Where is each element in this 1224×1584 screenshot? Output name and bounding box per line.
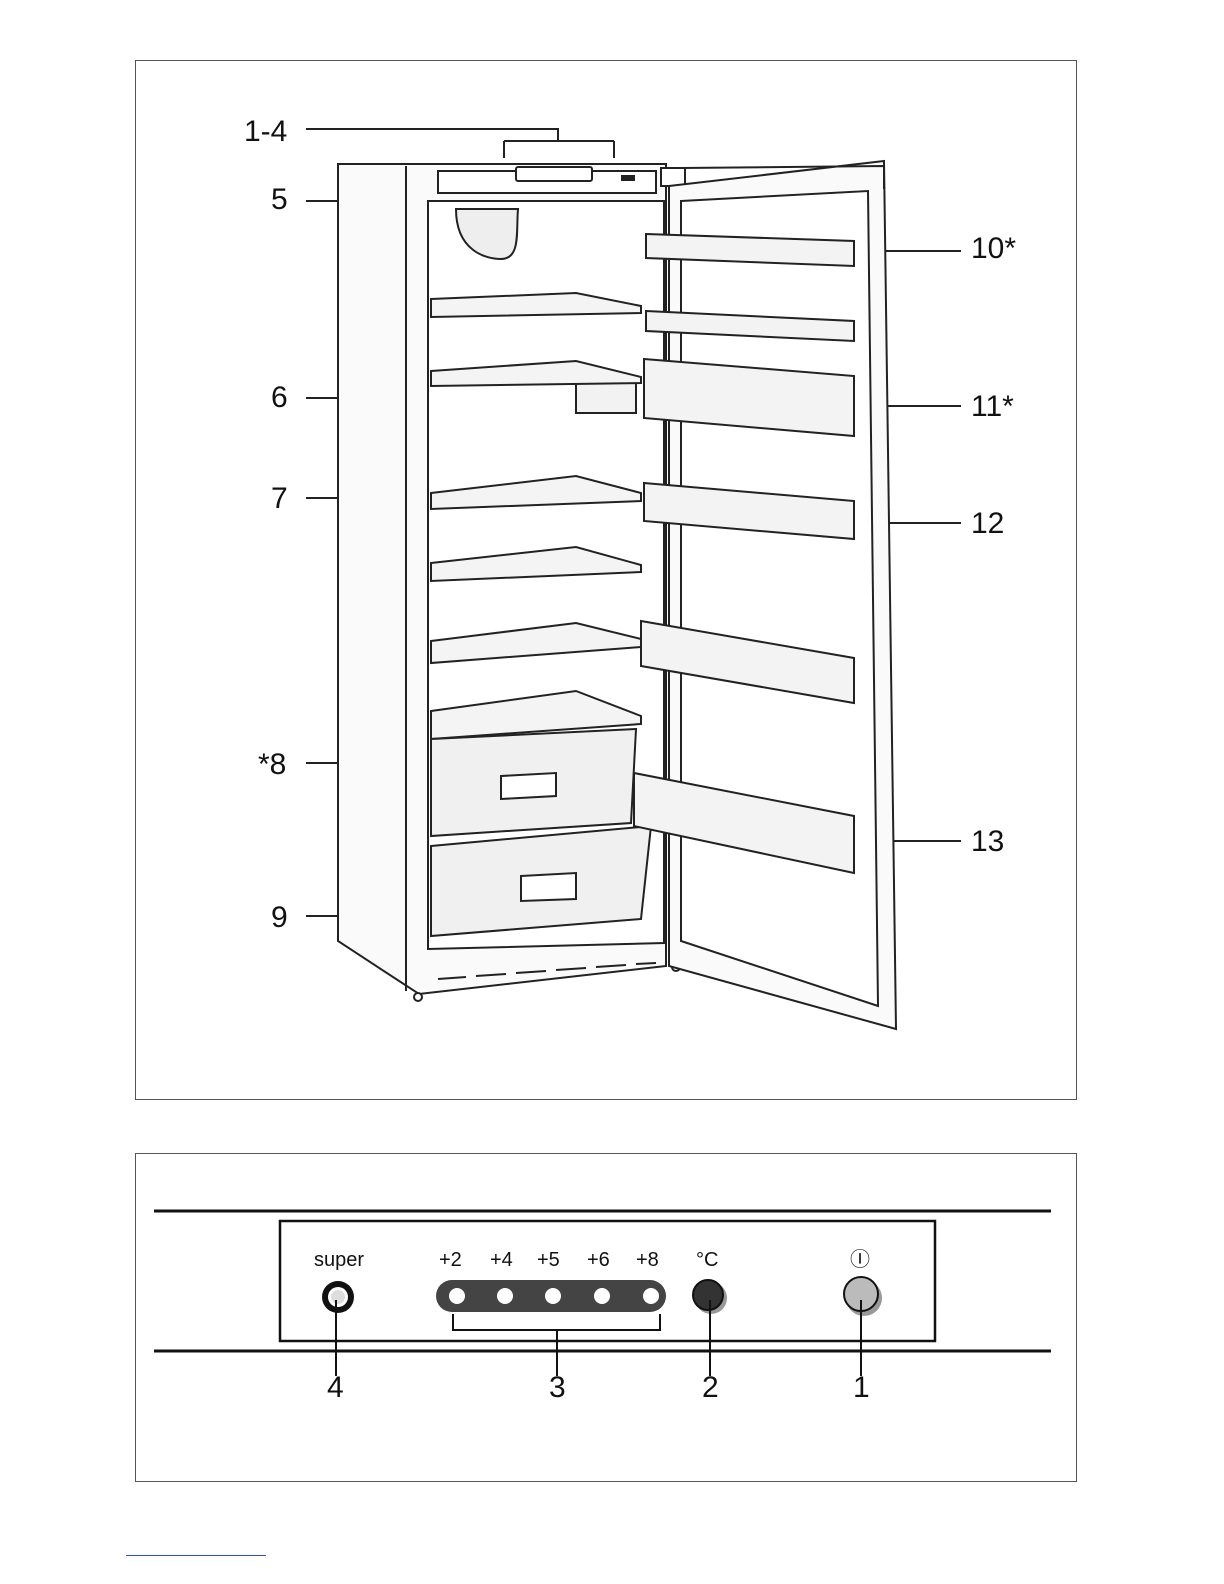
fridge-illustration: 1-4 5 6 7 *8 9 10* 11* 12 13 [136, 61, 1078, 1101]
power-icon: Ⓘ [850, 1248, 870, 1271]
temp-label-4: +6 [587, 1249, 610, 1271]
temp-label-1: +2 [439, 1249, 462, 1271]
callout-4: 4 [327, 1371, 344, 1404]
temp-label-5: +8 [636, 1249, 659, 1271]
callout-2: 2 [702, 1371, 719, 1404]
callout-10: 10* [971, 232, 1016, 265]
callout-6: 6 [271, 381, 288, 414]
fridge-diagram-panel: 1-4 5 6 7 *8 9 10* 11* 12 13 [135, 60, 1077, 1100]
control-panel-diagram: super +2 +4 +5 +6 +8 °C Ⓘ [135, 1153, 1077, 1482]
callout-1: 1 [853, 1371, 870, 1404]
temp-label-3: +5 [537, 1249, 560, 1271]
callout-8: *8 [258, 748, 286, 781]
temp-label-2: +4 [490, 1249, 513, 1271]
led-plus2 [449, 1288, 465, 1304]
led-plus4 [497, 1288, 513, 1304]
callout-3: 3 [549, 1371, 566, 1404]
callout-7: 7 [271, 482, 288, 515]
door [669, 161, 896, 1029]
led-plus8 [643, 1288, 659, 1304]
callout-5: 5 [271, 183, 288, 216]
callout-11: 11* [971, 390, 1014, 423]
callout-9: 9 [271, 901, 288, 934]
temperature-indicator-strip [436, 1280, 666, 1312]
super-button[interactable] [322, 1281, 354, 1313]
led-plus6 [594, 1288, 610, 1304]
callout-1-4: 1-4 [244, 115, 287, 148]
unit-label: °C [696, 1249, 718, 1271]
control-panel-illustration: super +2 +4 +5 +6 +8 °C Ⓘ [136, 1154, 1078, 1483]
led-plus5 [545, 1288, 561, 1304]
super-label: super [314, 1249, 364, 1271]
callout-13: 13 [971, 825, 1004, 858]
footer-rule [126, 1555, 266, 1556]
callout-12: 12 [971, 507, 1004, 540]
